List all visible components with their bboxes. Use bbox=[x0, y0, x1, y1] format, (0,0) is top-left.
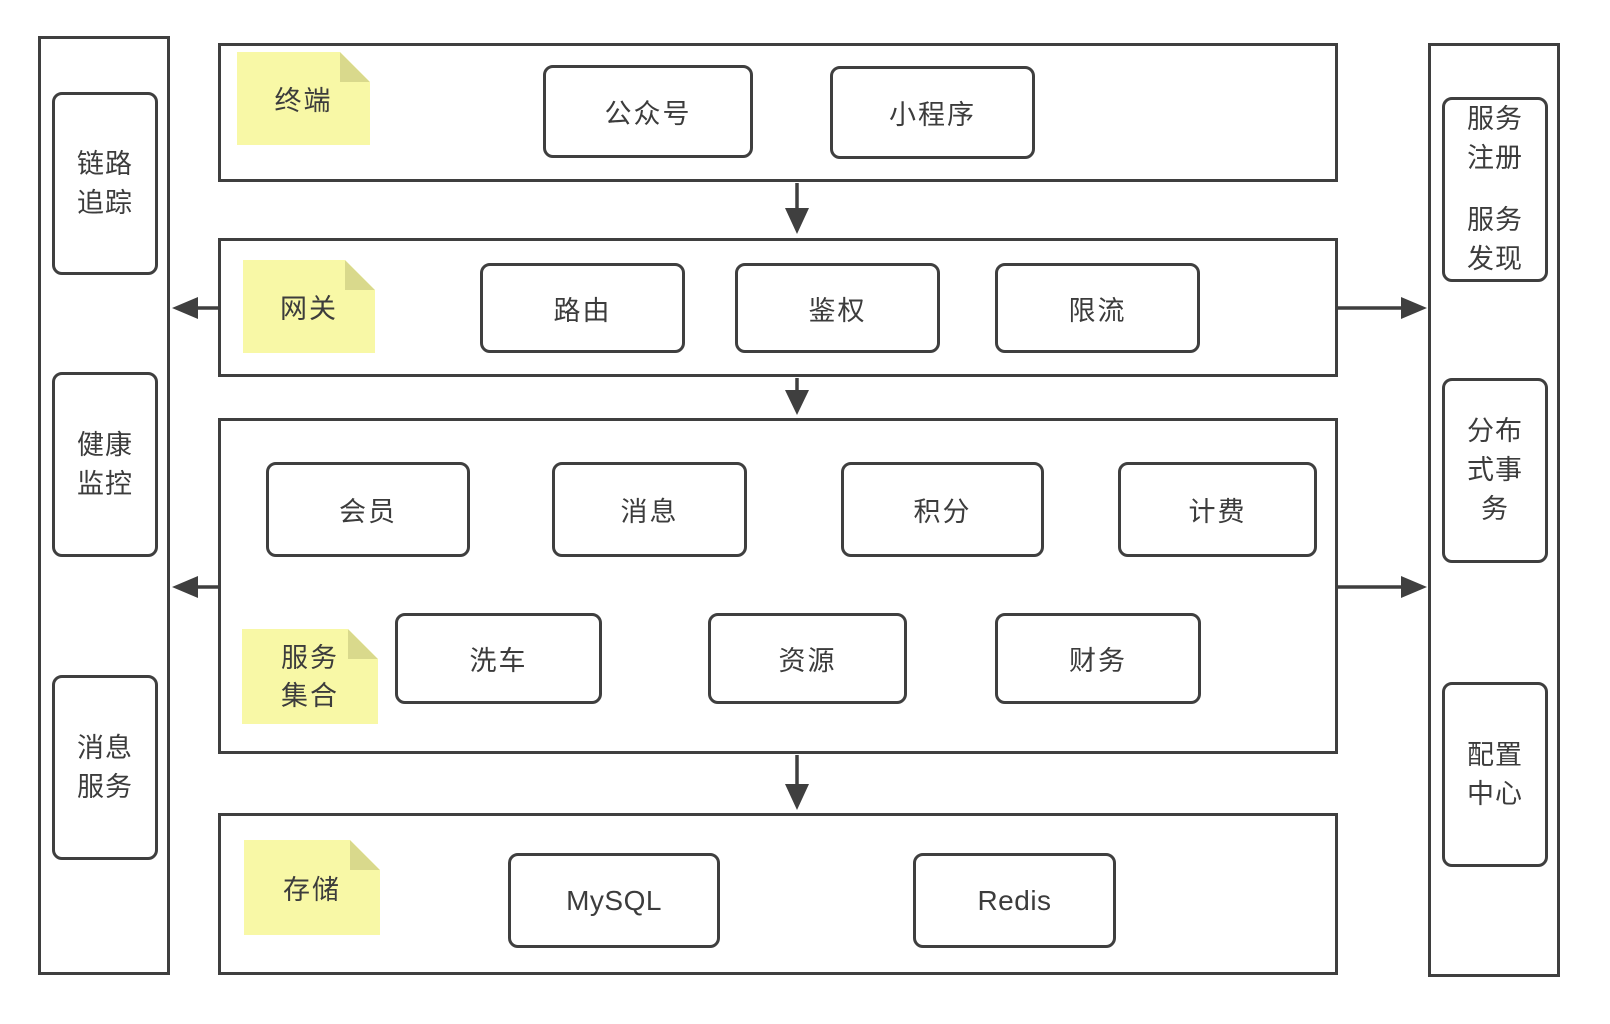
arrow-services-to-right-rail bbox=[1338, 576, 1427, 598]
service-registry-label: 服务注册 bbox=[1467, 104, 1523, 173]
box-label: 资源 bbox=[778, 646, 837, 676]
arrow-gateway-to-right-rail bbox=[1338, 297, 1427, 319]
box-resource: 资源 bbox=[708, 613, 907, 704]
box-label: 限流 bbox=[1068, 295, 1127, 326]
box-label: 财务 bbox=[1069, 646, 1127, 676]
terminal-layer bbox=[218, 43, 1338, 182]
box-label: 小程序 bbox=[889, 100, 976, 130]
rail-box-label: 健康监控 bbox=[77, 429, 133, 499]
sticky-note-service-collection: 服务集合 bbox=[242, 629, 378, 724]
box-points: 积分 bbox=[841, 462, 1044, 557]
box-mini-program: 小程序 bbox=[830, 66, 1035, 159]
storage-layer bbox=[218, 813, 1338, 975]
rail-box-message-service: 消息服务 bbox=[52, 675, 158, 860]
arrow-services-to-storage bbox=[785, 755, 809, 810]
rail-box-distributed-transaction: 分布式事务 bbox=[1442, 378, 1548, 563]
rail-box-config-center: 配置中心 bbox=[1442, 682, 1548, 867]
box-label: 消息 bbox=[620, 497, 679, 527]
box-redis: Redis bbox=[913, 853, 1116, 948]
box-label: 洗车 bbox=[469, 646, 528, 676]
arrow-services-to-left-rail bbox=[172, 576, 218, 598]
rail-box-label: 配置中心 bbox=[1467, 739, 1523, 809]
box-label: 计费 bbox=[1188, 497, 1247, 527]
rail-box-link-tracing: 链路追踪 bbox=[52, 92, 158, 275]
box-mysql: MySQL bbox=[508, 853, 720, 948]
box-car-wash: 洗车 bbox=[395, 613, 602, 704]
box-routing: 路由 bbox=[480, 263, 685, 353]
box-label: Redis bbox=[977, 884, 1052, 916]
sticky-note-gateway: 网关 bbox=[243, 260, 375, 353]
service-discovery-label: 服务发现 bbox=[1467, 205, 1523, 274]
box-member: 会员 bbox=[266, 462, 470, 557]
sticky-note-terminal: 终端 bbox=[237, 52, 370, 145]
sticky-label: 存储 bbox=[283, 875, 341, 905]
arrow-terminal-to-gateway bbox=[785, 183, 809, 234]
box-official-account: 公众号 bbox=[543, 65, 753, 158]
sticky-label: 终端 bbox=[274, 86, 333, 116]
rail-box-health-monitoring: 健康监控 bbox=[52, 372, 158, 557]
sticky-note-storage: 存储 bbox=[244, 840, 380, 935]
rail-box-label: 消息服务 bbox=[77, 732, 133, 802]
box-finance: 财务 bbox=[995, 613, 1201, 704]
box-authentication: 鉴权 bbox=[735, 263, 940, 353]
arrow-gateway-to-left-rail bbox=[172, 297, 218, 319]
rail-box-label: 链路追踪 bbox=[77, 148, 133, 218]
box-billing: 计费 bbox=[1118, 462, 1317, 557]
arrow-gateway-to-services bbox=[785, 378, 809, 415]
sticky-label: 服务集合 bbox=[281, 642, 339, 711]
box-label: MySQL bbox=[566, 884, 662, 916]
rail-box-label: 分布式事务 bbox=[1467, 416, 1523, 524]
rail-box-service-registry-discovery: 服务注册 服务发现 bbox=[1442, 97, 1548, 282]
box-label: 鉴权 bbox=[808, 295, 867, 326]
sticky-label: 网关 bbox=[280, 294, 338, 324]
box-rate-limiting: 限流 bbox=[995, 263, 1200, 353]
box-label: 积分 bbox=[913, 497, 972, 527]
box-label: 会员 bbox=[339, 497, 397, 527]
box-message: 消息 bbox=[552, 462, 747, 557]
box-label: 公众号 bbox=[604, 99, 692, 129]
box-label: 路由 bbox=[553, 295, 612, 326]
